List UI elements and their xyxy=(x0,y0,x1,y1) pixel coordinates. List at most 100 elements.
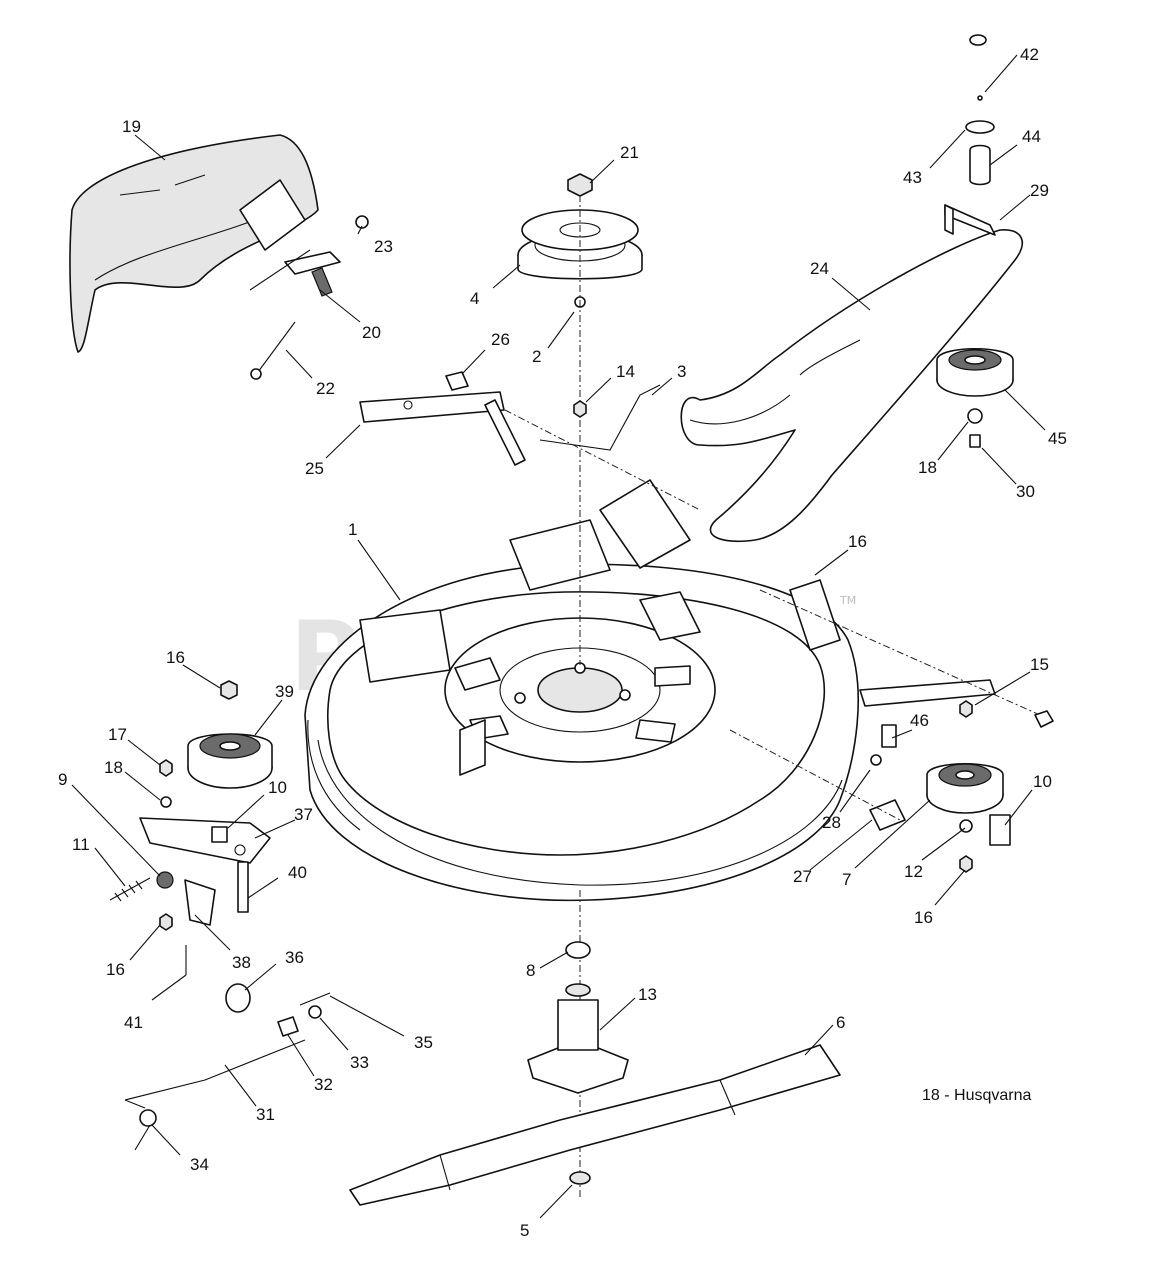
spacer-30 xyxy=(969,434,981,448)
callout-31: 31 xyxy=(256,1105,275,1124)
callout-16-bottom-left: 16 xyxy=(106,960,125,979)
bushing-10-left xyxy=(211,826,228,843)
spacer-46 xyxy=(881,724,897,748)
callout-42: 42 xyxy=(1020,45,1039,64)
idler-arm-37 xyxy=(139,817,271,864)
watermark-tm: TM xyxy=(839,594,856,607)
callout-25: 25 xyxy=(305,459,324,478)
callout-24: 24 xyxy=(810,259,829,278)
callout-34: 34 xyxy=(190,1155,209,1174)
idler-pulley-7 xyxy=(926,763,1004,814)
callout-4: 4 xyxy=(470,289,479,308)
nut-28 xyxy=(870,754,882,766)
drive-belt xyxy=(680,229,1023,543)
part-42-pin xyxy=(977,95,983,101)
collar-32 xyxy=(277,1016,299,1037)
callout-16-top-left: 16 xyxy=(166,648,185,667)
bushing-33 xyxy=(308,1005,322,1019)
callout-8: 8 xyxy=(526,961,535,980)
callout-26: 26 xyxy=(491,330,510,349)
nut-21 xyxy=(567,173,593,197)
bushing-9 xyxy=(156,871,174,889)
washer-18 xyxy=(967,408,983,424)
callout-7: 7 xyxy=(842,870,851,889)
callout-5: 5 xyxy=(520,1221,529,1240)
callout-32: 32 xyxy=(314,1075,333,1094)
idler-pulley-39 xyxy=(187,733,273,789)
callout-14: 14 xyxy=(616,362,635,381)
callout-40: 40 xyxy=(288,863,307,882)
callout-10-right: 10 xyxy=(1033,772,1052,791)
callout-21: 21 xyxy=(620,143,639,162)
callout-12: 12 xyxy=(904,862,923,881)
clip-34-pin xyxy=(134,1124,151,1151)
nut-17 xyxy=(159,759,173,777)
sleeve-44 xyxy=(969,144,991,186)
link-right xyxy=(859,679,996,707)
callout-23: 23 xyxy=(374,237,393,256)
callout-37: 37 xyxy=(294,805,313,824)
callout-43: 43 xyxy=(903,168,922,187)
bracket-axis-line xyxy=(729,729,901,821)
nut-14 xyxy=(573,400,587,418)
callout-35: 35 xyxy=(414,1033,433,1052)
callouts: 19 20 23 22 21 4 2 14 3 26 25 24 42 43 4… xyxy=(58,45,1067,1240)
nut-23 xyxy=(355,215,369,229)
washer-36 xyxy=(225,983,251,1013)
bracket-38 xyxy=(184,879,216,926)
spring-bracket xyxy=(249,249,341,297)
brand-note: 18 - Husqvarna xyxy=(922,1087,1031,1104)
callout-16-right: 16 xyxy=(914,908,933,927)
callout-6: 6 xyxy=(836,1013,845,1032)
callout-1: 1 xyxy=(348,520,357,539)
callout-15: 15 xyxy=(1030,655,1049,674)
callout-19: 19 xyxy=(122,117,141,136)
pin-40 xyxy=(237,861,249,913)
nut-16-bottom-left xyxy=(159,913,173,931)
callout-22: 22 xyxy=(316,379,335,398)
part-42 xyxy=(969,34,987,46)
callout-20: 20 xyxy=(362,323,381,342)
callout-41: 41 xyxy=(124,1013,143,1032)
callout-16-deck: 16 xyxy=(848,532,867,551)
lift-link-25 xyxy=(359,391,526,466)
callout-11: 11 xyxy=(72,835,90,854)
leader-lines xyxy=(71,54,1046,1219)
callout-28: 28 xyxy=(822,813,841,832)
callout-27: 27 xyxy=(793,867,812,886)
bolt-26 xyxy=(445,371,469,391)
bearing-8 xyxy=(565,941,591,959)
spring-11 xyxy=(109,877,151,902)
nut-16-right xyxy=(959,855,973,873)
callout-3: 3 xyxy=(677,362,686,381)
callout-10-left: 10 xyxy=(268,778,287,797)
mower-deck-housing xyxy=(304,479,859,902)
callout-45: 45 xyxy=(1048,429,1067,448)
callout-30: 30 xyxy=(1016,482,1035,501)
washer-18-left xyxy=(160,796,172,808)
callout-13: 13 xyxy=(638,985,657,1004)
callout-39: 39 xyxy=(275,682,294,701)
spindle-assembly-13 xyxy=(527,983,629,1094)
callout-9: 9 xyxy=(58,770,67,789)
washer-43 xyxy=(965,120,995,134)
rod-35 xyxy=(299,992,331,1006)
nut-16-top-left xyxy=(220,680,238,700)
callout-44: 44 xyxy=(1022,127,1041,146)
bolt-right xyxy=(1034,710,1054,728)
callout-29: 29 xyxy=(1030,181,1049,200)
clip-34 xyxy=(139,1109,157,1127)
link-axis-line xyxy=(504,409,701,511)
idler-pulley-45 xyxy=(936,348,1014,397)
nut-15 xyxy=(959,700,973,718)
callout-2: 2 xyxy=(532,347,541,366)
belt-guide-29 xyxy=(944,204,996,236)
bolt-5 xyxy=(569,1171,591,1185)
bracket-27 xyxy=(869,799,906,831)
callout-46: 46 xyxy=(910,711,929,730)
rod-3 xyxy=(539,384,661,451)
callout-36: 36 xyxy=(285,948,304,967)
callout-33: 33 xyxy=(350,1053,369,1072)
blade-6 xyxy=(349,1044,841,1206)
